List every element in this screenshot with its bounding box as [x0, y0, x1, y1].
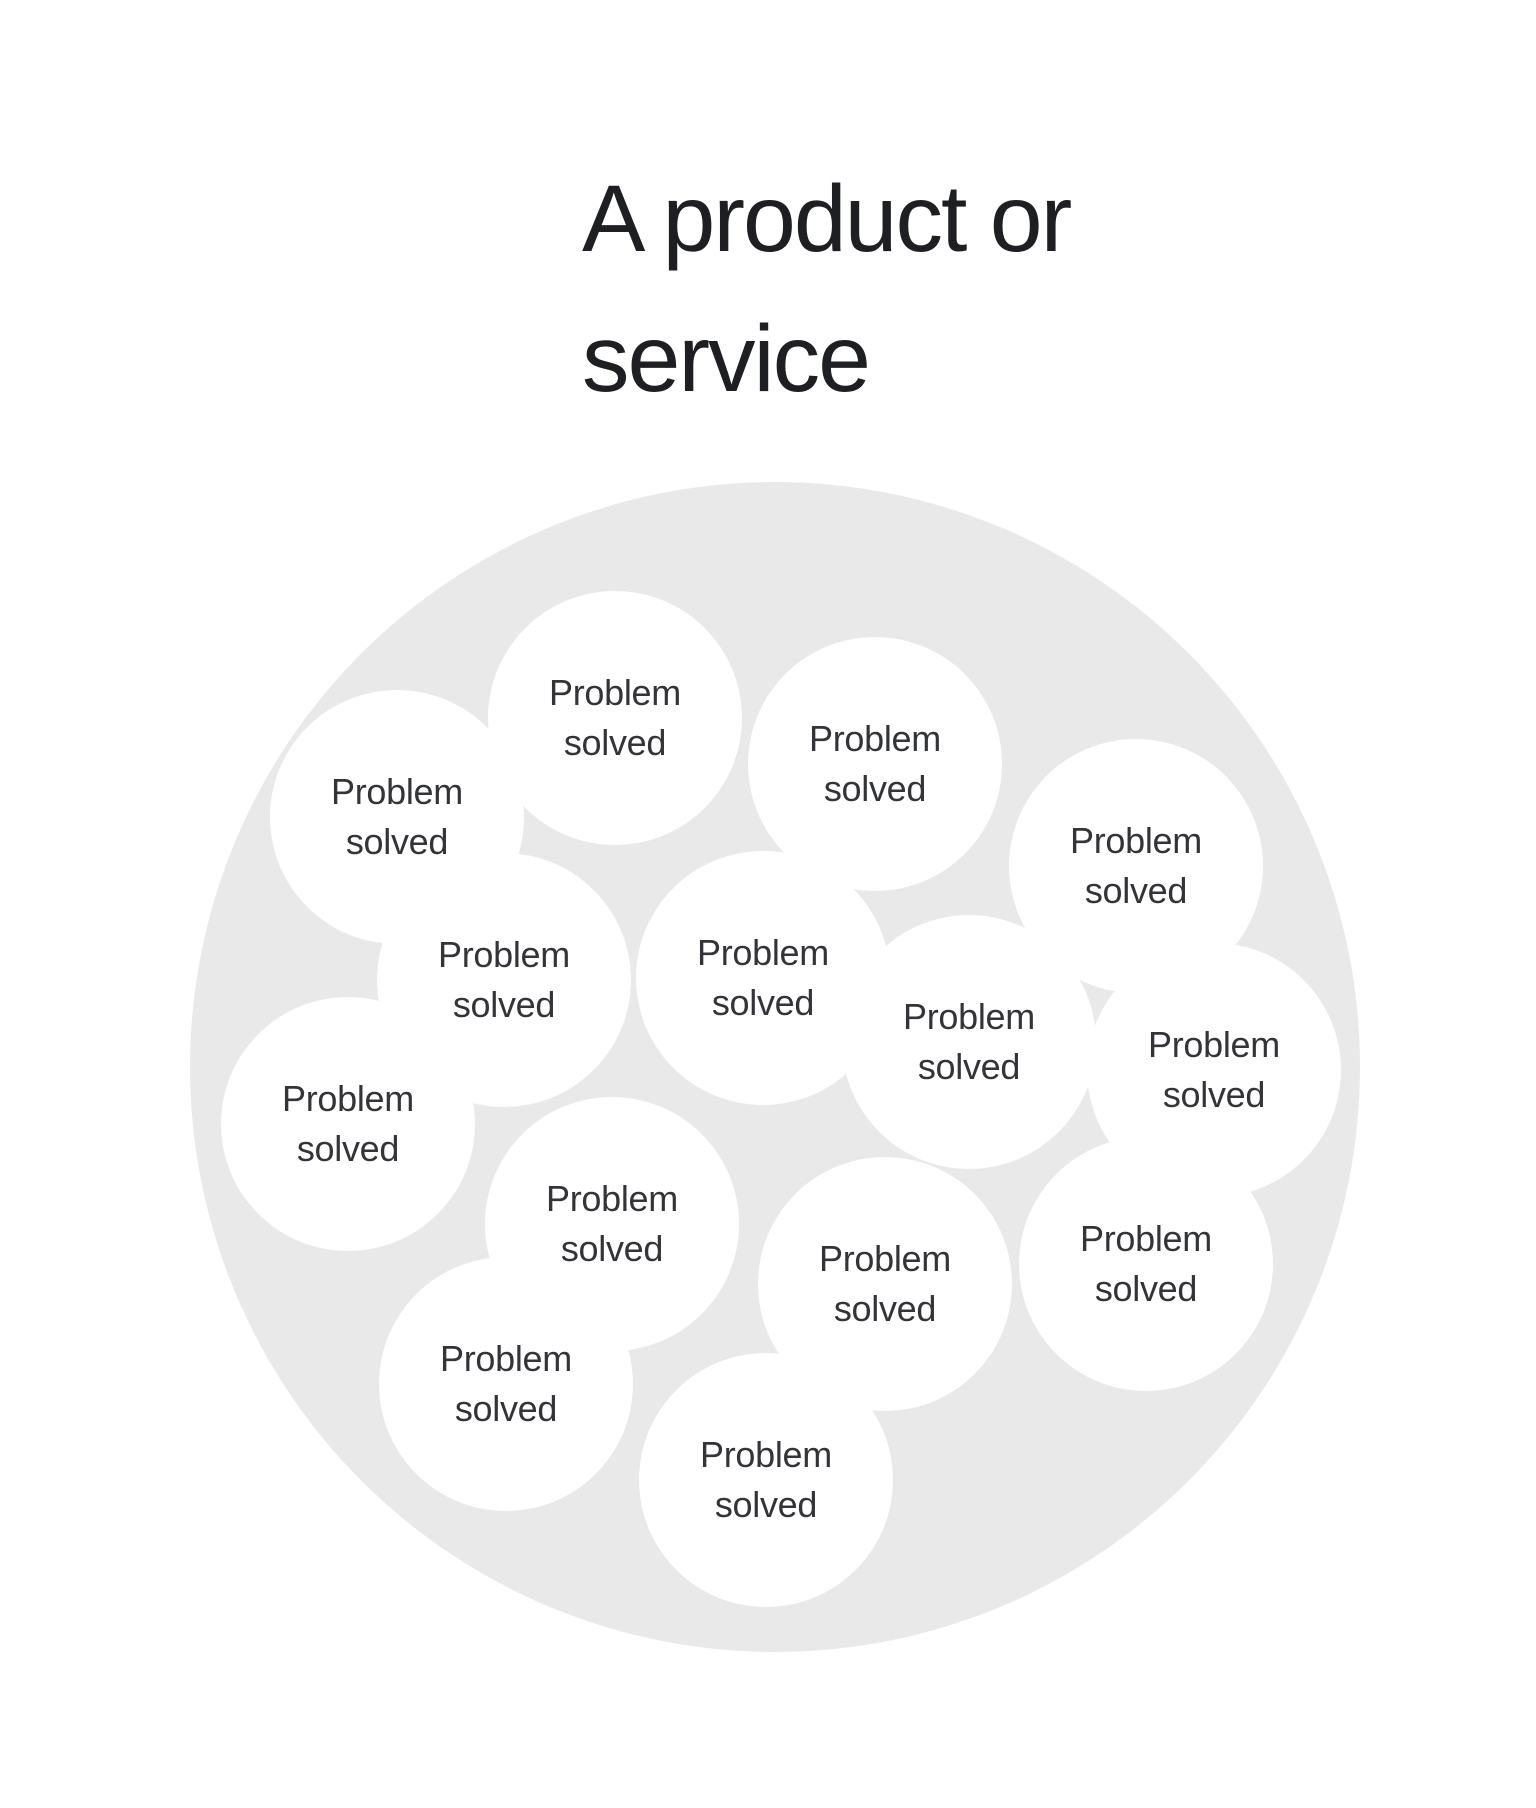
problem-bubble: Problem solved — [488, 591, 742, 845]
diagram-title: A product or service — [582, 166, 1072, 412]
problem-bubble-label: Problem solved — [1070, 820, 1202, 911]
problem-bubble: Problem solved — [842, 915, 1096, 1169]
problem-bubble-label: Problem solved — [809, 718, 941, 809]
problem-bubble: Problem solved — [748, 637, 1002, 891]
problem-bubble: Problem solved — [639, 1353, 893, 1607]
problem-bubble-label: Problem solved — [546, 1178, 678, 1269]
problem-bubble-label: Problem solved — [819, 1238, 951, 1329]
problem-bubble-label: Problem solved — [700, 1434, 832, 1525]
problem-bubble-label: Problem solved — [438, 934, 570, 1025]
problem-bubble-label: Problem solved — [697, 932, 829, 1023]
problem-bubble: Problem solved — [221, 997, 475, 1251]
problem-bubble: Problem solved — [758, 1157, 1012, 1411]
problem-bubble: Problem solved — [1019, 1137, 1273, 1391]
problem-bubble: Problem solved — [379, 1257, 633, 1511]
problem-bubble-label: Problem solved — [282, 1078, 414, 1169]
problem-bubble-label: Problem solved — [903, 996, 1035, 1087]
problem-bubble-label: Problem solved — [440, 1338, 572, 1429]
problem-bubble-label: Problem solved — [1148, 1024, 1280, 1115]
problem-bubble-label: Problem solved — [549, 672, 681, 763]
problem-bubble-label: Problem solved — [1080, 1218, 1212, 1309]
problem-bubble-label: Problem solved — [331, 771, 463, 862]
